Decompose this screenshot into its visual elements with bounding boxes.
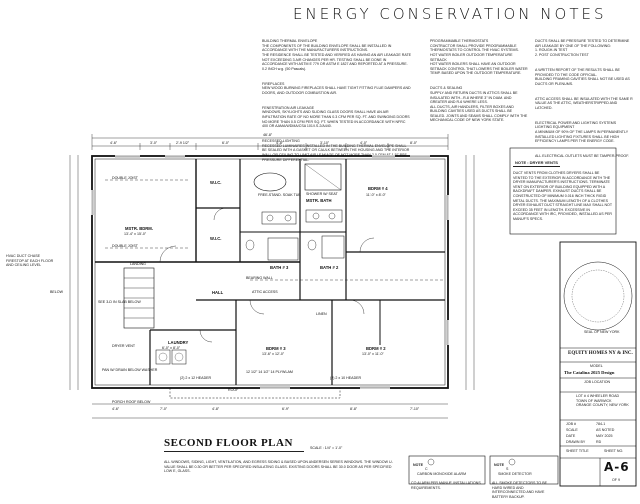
dimension-label: 8'-8" <box>350 407 358 411</box>
note-paragraph: DUCTS & SEALING SUPPLY AND RETURN DUCTS … <box>430 86 528 123</box>
note-paragraph: DUCTS SHALL BE PRESSURE TESTED TO DETERM… <box>535 39 630 57</box>
job-location-label: JOB LOCATION <box>584 380 611 384</box>
dimension-label: 4'-6" <box>112 407 120 411</box>
plan-label: BELOW <box>50 290 63 294</box>
dimension-label: 3'-10" <box>320 141 330 145</box>
job-field-value: AS NOTED <box>596 428 615 432</box>
plan-label: (2) 2 x 10 HEADER <box>330 376 362 380</box>
plan-label: PORCH ROOF BELOW <box>112 400 151 404</box>
dryer-vent-note: NOTE : DRYER VENTS DUCT VENTS FROM CLOTH… <box>513 151 613 230</box>
room-landing: LANDING <box>130 262 146 266</box>
dryer-note-title: NOTE : DRYER VENTS <box>513 160 560 167</box>
plan-label: DOUBLE JOIST <box>112 176 138 180</box>
plan-label: DOUBLE JOIST <box>112 244 138 248</box>
plan-title-underline <box>164 451 304 452</box>
job-field-value: RD <box>596 440 602 444</box>
notes-column-3: DUCTS SHALL BE PRESSURE TESTED TO DETERM… <box>535 30 633 165</box>
plan-title: SECOND FLOOR PLAN <box>164 437 293 449</box>
overall-dimension: 46'-8" <box>262 133 274 137</box>
note-paragraph: FENESTRATION AIR LEAKAGE WINDOWS, SKYLIG… <box>262 105 410 129</box>
note-badge: NOTE <box>413 462 423 467</box>
dryer-note-text: DUCT VENTS FROM CLOTHES DRYERS SHALL BE … <box>513 171 613 221</box>
dimension-label: 7'-10" <box>410 407 420 411</box>
room-size: 6'-0" x 8'-0" <box>162 346 181 350</box>
room-bedroom-2: BDRM # 2 <box>366 346 386 351</box>
job-field-label: DATE <box>566 434 576 438</box>
plan-label: ROOF <box>228 388 239 392</box>
sheet-no-label: SHEET NO. <box>604 449 624 453</box>
room-bath-3: BATH # 3 <box>270 265 289 270</box>
note-text: CO ALARM PER MANUF. INSTALLATIONS REQUIR… <box>411 480 482 490</box>
job-field-label: SCALE <box>566 428 578 432</box>
plan-label: PAN W/ DRAIN BELOW WASHER <box>102 368 158 372</box>
window-footer-note: ALL WINDOWS, SIDING, LIGHT, VENTILATION,… <box>164 460 393 474</box>
note-paragraph: ATTIC ACCESS SHALL BE INSULATED WITH THE… <box>535 96 634 110</box>
sheet-number: A-6 <box>604 460 630 474</box>
note-paragraph: A WRITTEN REPORT OF THE RESULTS SHALL BE… <box>535 67 630 86</box>
dimension-label: 6'-9" <box>282 407 290 411</box>
page-title: ENERGY CONSERVATION NOTES <box>293 5 607 23</box>
floor-plan-drawing <box>69 134 637 487</box>
plan-scale: SCALE : 1/4" = 1'-0" <box>310 446 343 450</box>
dimension-label: 2'-9 1/2" <box>176 141 190 145</box>
room-size: 11'-0" x 8'-0" <box>366 193 386 197</box>
hvac-duct-note: HVAC DUCT CHASE FIRESTOP AT EACH FLOOR A… <box>6 254 55 268</box>
note-title: CARBON MONOXIDE ALARM <box>417 471 467 476</box>
note-text: ALL SMOKE DETECTORS TO BE HARD WIRED AND… <box>492 480 548 499</box>
job-field-label: JOB # <box>566 422 576 426</box>
plan-label: (2) 2 x 12 HEADER <box>180 376 212 380</box>
room-master-bedroom: MSTR. BDRM. <box>125 226 153 231</box>
job-field-value: MAY 2025 <box>596 434 613 438</box>
dimension-label: 4'-8" <box>276 141 284 145</box>
model-name: The Catalina 2025 Design <box>564 370 615 375</box>
plan-label: SEE 3-D IN SLAB BELOW <box>98 300 141 304</box>
room-size: 13'-0" x 11'-0" <box>362 352 384 356</box>
job-field-value: 784-1 <box>596 422 606 426</box>
notes-column-1: BUILDING THERMAL ENVELOPE THE COMPONENTS… <box>262 30 412 168</box>
sheet-title-label: SHEET TITLE <box>566 449 589 453</box>
dimension-label: 4'-8" <box>212 407 220 411</box>
model-label: MODEL <box>590 364 603 368</box>
smoke-detector-note: NOTE S SMOKE DETECTOR ALL SMOKE DETECTOR… <box>492 458 556 504</box>
dimension-label: 6'-0" <box>222 141 230 145</box>
plan-label: LINEN <box>316 312 327 316</box>
plan-label: ATTIC ACCESS <box>252 290 278 294</box>
dimension-label: 3'-0" <box>150 141 158 145</box>
job-field-label: DRAWN BY <box>566 440 586 444</box>
note-paragraph: BUILDING THERMAL ENVELOPE THE COMPONENTS… <box>262 39 412 71</box>
dimension-label: 4'-0" <box>360 141 368 145</box>
plan-label: SHOWER W/ SEAT <box>306 192 338 196</box>
note-circle-letter: S <box>506 467 509 472</box>
room-laundry: LAUNDRY <box>168 340 189 345</box>
note-title: SMOKE DETECTOR <box>498 471 532 476</box>
plan-label: BEARING WALL <box>246 276 273 280</box>
room-bedroom-4: BDRM # 4 <box>368 186 388 191</box>
room-size: 13'-6" x 12'-0" <box>262 352 285 356</box>
note-circle-letter: C <box>425 467 428 472</box>
room-size: 13'-4" x 15'-0" <box>124 232 147 236</box>
room-walk-in-closet: W.I.C. <box>210 180 222 185</box>
dimension-label: 4'-6" <box>110 141 118 145</box>
note-paragraph: FIREPLACES NEW WOOD BURNING FIREPLACES S… <box>262 81 411 95</box>
room-master-bath: MSTR. BATH <box>306 198 332 203</box>
room-hall: HALL <box>212 290 224 295</box>
note-paragraph: ALL ELECTRICAL OUTLETS MUST BE TAMPER-PR… <box>535 154 629 159</box>
company-name: EQUITY HOMES NY & INC. <box>568 351 633 356</box>
dimension-label: 8'-0" <box>410 141 418 145</box>
sheet-of: OF 9 <box>612 478 620 482</box>
plan-label: 12 1/2" 14 1/2" 14 PLYWLAM <box>246 370 293 374</box>
dimension-label: 7'-0" <box>160 407 168 411</box>
room-bedroom-3: BDRM # 3 <box>266 346 286 351</box>
co-alarm-note: NOTE C CARBON MONOXIDE ALARM CO ALARM PE… <box>411 458 483 495</box>
seal-caption: SEAL OF NEW YORK <box>584 330 620 334</box>
room-walk-in-closet: W.I.C. <box>210 236 222 241</box>
job-location: LOT # 4 WHEELER ROAD TOWN OF WARWICK ORA… <box>576 394 629 408</box>
plan-label: DRYER VENT <box>112 344 136 348</box>
note-paragraph: PROGRAMMABLE THERMOSTATS CONTRACTOR SHAL… <box>430 39 528 76</box>
note-paragraph: ELECTRICAL POWER AND LIGHTING SYSTEMS LI… <box>535 120 629 144</box>
room-bath-2: BATH # 2 <box>320 265 339 270</box>
plan-label: FREE-STAND. SOAK TUB <box>258 193 301 197</box>
notes-column-2: PROGRAMMABLE THERMOSTATS CONTRACTOR SHAL… <box>430 30 528 129</box>
note-badge: NOTE <box>494 462 504 467</box>
